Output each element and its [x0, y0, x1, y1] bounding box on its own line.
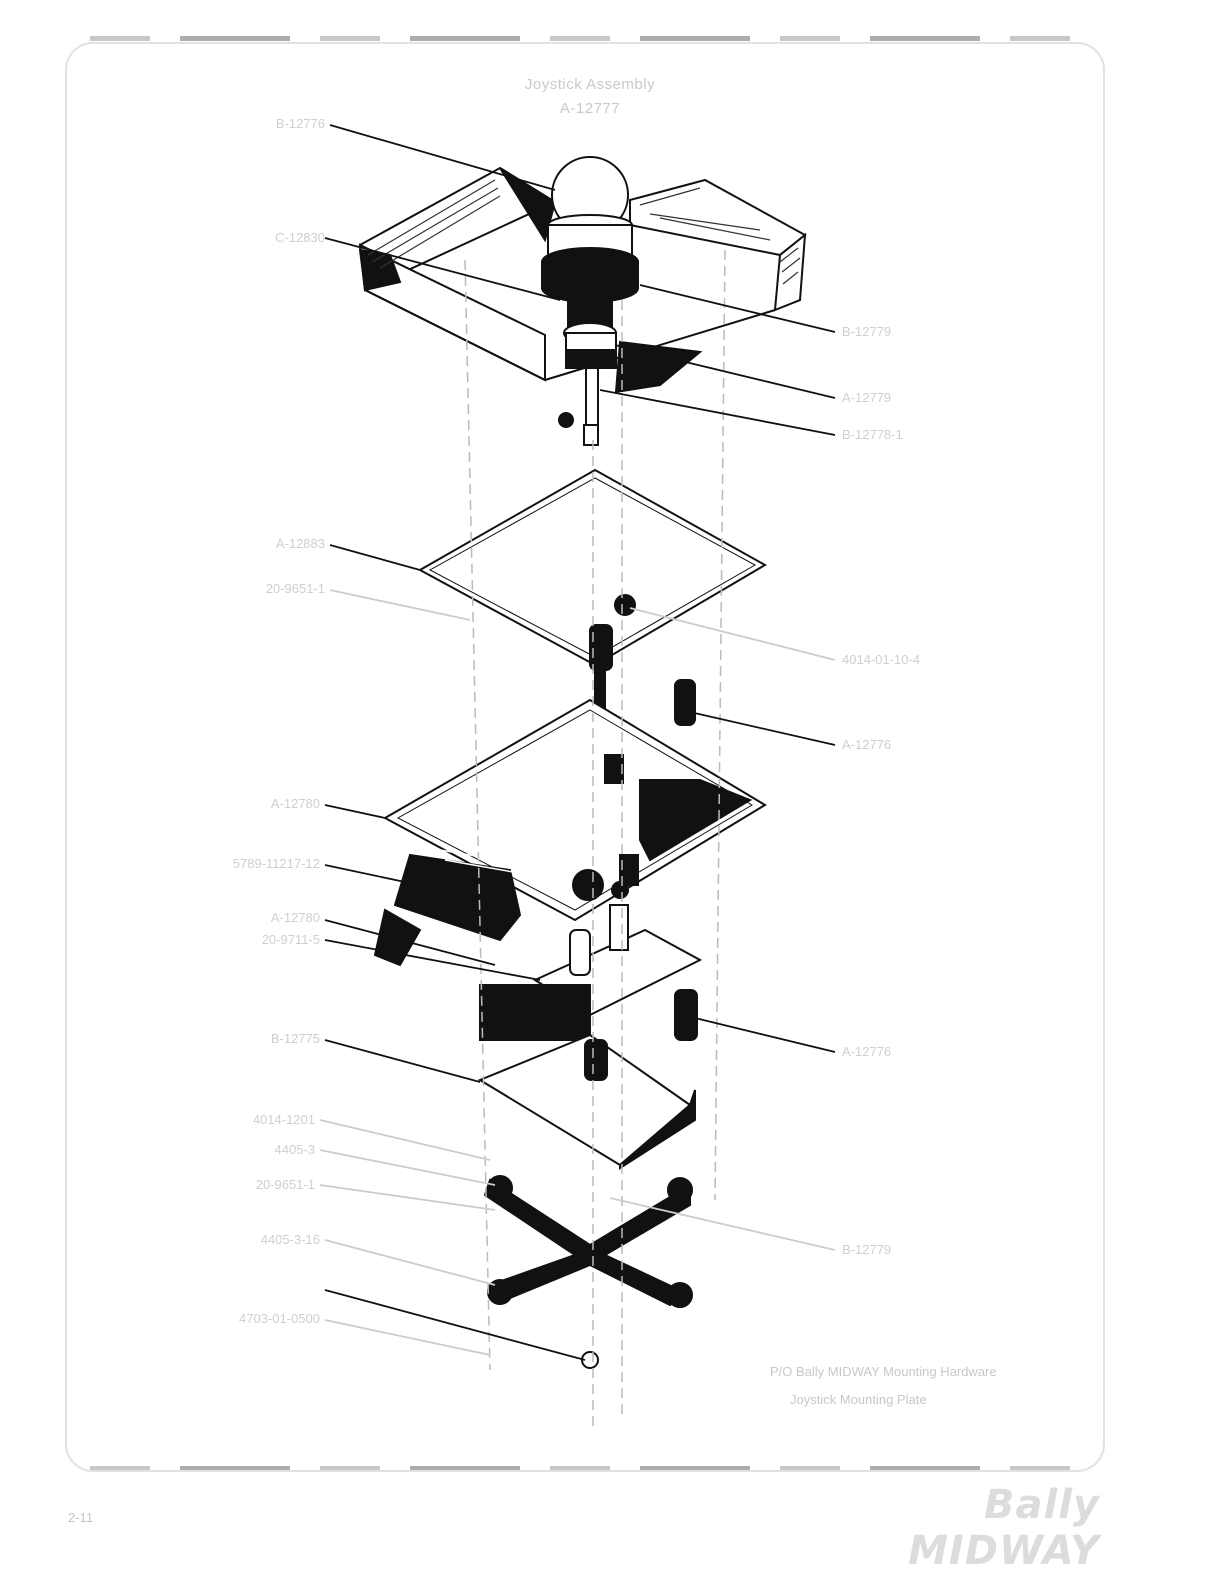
callout-label: A-12883	[275, 536, 325, 551]
callout-label: 4014-1201	[252, 1112, 315, 1127]
callout-label: A-12776	[842, 1044, 892, 1059]
callout-label: B-12779	[842, 1242, 892, 1257]
top-plate	[417, 468, 768, 726]
bottom-plate	[477, 1033, 696, 1170]
callout-label: B-12776	[275, 116, 325, 131]
page-frame	[65, 42, 1105, 1472]
callout-label: 5789-11217-12	[232, 856, 320, 871]
callout-label: C-12830	[275, 230, 325, 245]
callout-label: 20-9711-5	[261, 932, 320, 947]
scan-edge-top	[90, 36, 1070, 41]
callout-label: 4014-01-10-4	[842, 652, 921, 667]
callout-label: B-12778-1	[842, 427, 903, 442]
note-line-2: Joystick Mounting Plate	[790, 1392, 927, 1407]
ball-handle	[541, 156, 703, 446]
callout-label: 20-9651-1	[265, 581, 325, 596]
callout-label: A-12776	[842, 737, 892, 752]
scan-edge-bottom	[90, 1466, 1070, 1471]
callout-label: B-12775	[270, 1031, 320, 1046]
assembly-axes	[464, 249, 726, 1430]
callout-label: 4405-3-16	[260, 1232, 320, 1247]
bally-midway-logo: Bally MIDWAY	[908, 1482, 1100, 1574]
mounting-cross	[483, 1175, 693, 1369]
diagram-title: Joystick Assembly	[524, 76, 656, 93]
callout-label: 20-9651-1	[255, 1177, 315, 1192]
callout-label: A-12779	[842, 390, 892, 405]
note-line-1: P/O Bally MIDWAY Mounting Hardware	[770, 1364, 997, 1379]
callout-label: 4703-01-0500	[239, 1311, 320, 1326]
switch-bracket	[479, 904, 703, 1041]
leader-lines-right	[599, 284, 836, 1251]
diagram-part-number: A-12777	[559, 100, 621, 117]
page-number: 2-11	[68, 1510, 94, 1525]
callout-label: B-12779	[842, 324, 892, 339]
callout-label: A-12780	[270, 910, 320, 925]
leader-lines	[319, 124, 586, 1361]
callout-label: 4405-3	[274, 1142, 315, 1157]
callout-label: A-12780	[270, 796, 320, 811]
